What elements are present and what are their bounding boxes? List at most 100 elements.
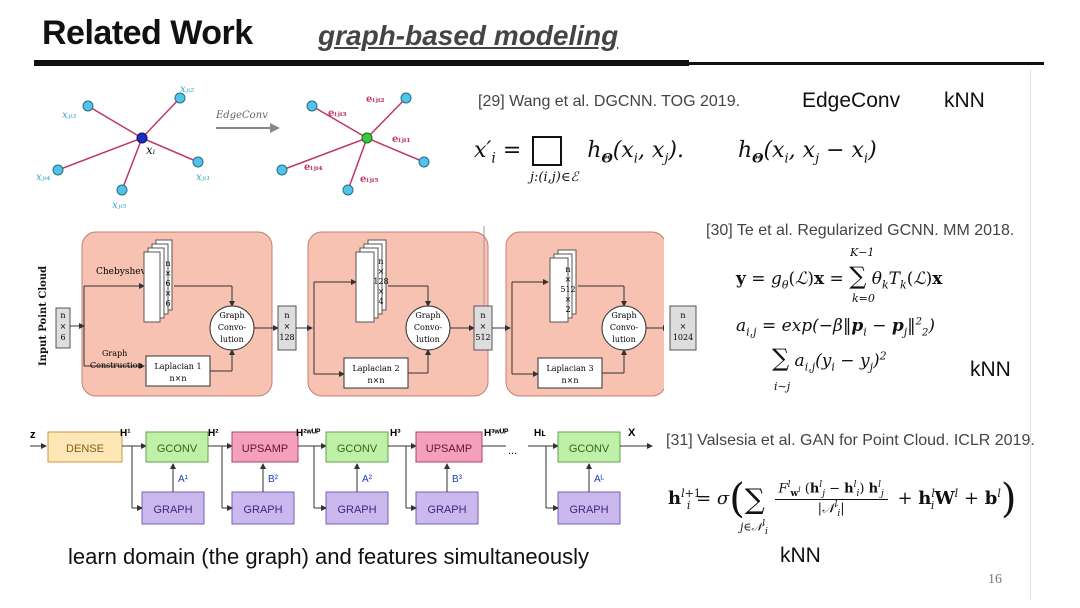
svg-text:UPSAMP: UPSAMP: [426, 443, 472, 455]
svg-text:Graph: Graph: [102, 349, 127, 358]
svg-text:Hʟ: Hʟ: [534, 428, 546, 439]
svg-text:6: 6: [60, 333, 65, 342]
svg-text:n×n: n×n: [561, 376, 578, 385]
svg-text:6: 6: [165, 279, 170, 288]
svg-text:lution: lution: [416, 335, 439, 344]
svg-text:DENSE: DENSE: [66, 443, 104, 455]
svg-text:GRAPH: GRAPH: [337, 504, 376, 516]
svg-text:n: n: [60, 311, 65, 320]
svg-text:A²: A²: [362, 474, 373, 485]
gcnn-input-label: Input Point Cloud: [38, 266, 49, 366]
svg-text:2: 2: [565, 305, 570, 314]
svg-text:GRAPH: GRAPH: [427, 504, 466, 516]
svg-text:Laplacian 2: Laplacian 2: [352, 364, 399, 373]
svg-text:H³ʷᵁᴾ: H³ʷᵁᴾ: [484, 428, 509, 439]
svg-text:A¹: A¹: [178, 474, 189, 485]
svg-text:xⱼᵢ₅: xⱼᵢ₅: [112, 200, 126, 211]
svg-text:eᵢⱼᵢ₅: eᵢⱼᵢ₅: [360, 174, 379, 185]
svg-text:n: n: [680, 311, 685, 320]
chebyshev-sum-top: K−1: [850, 246, 875, 259]
caption: learn domain (the graph) and features si…: [68, 544, 589, 569]
svg-text:1024: 1024: [673, 333, 693, 342]
svg-text:×: ×: [565, 275, 572, 284]
edgeconv-formula: x′i = hΘ(xi, xj). hΘ(xi, xj − xi): [474, 136, 877, 167]
svg-text:H²: H²: [208, 428, 219, 439]
svg-text:X: X: [628, 427, 636, 439]
center-node-label: xᵢ: [146, 143, 156, 157]
svg-text:lution: lution: [612, 335, 635, 344]
svg-text:512: 512: [475, 333, 490, 342]
svg-text:UPSAMP: UPSAMP: [242, 443, 288, 455]
chebyshev-formula: y = gθ(ℒ)x = ∑ θkTk(ℒ)x: [736, 262, 943, 292]
gcnn-figure: Input Point Cloud n × 6 Chebyshev Graph …: [38, 226, 664, 397]
svg-text:n×n: n×n: [169, 374, 186, 383]
svg-text:×: ×: [565, 295, 572, 304]
svg-text:n: n: [165, 259, 170, 268]
svg-text:lution: lution: [220, 335, 243, 344]
svg-text:Laplacian 3: Laplacian 3: [546, 364, 593, 373]
edgeconv-right-graph: eᵢⱼᵢ₃ eᵢⱼᵢ₂ eᵢⱼᵢ₁ eᵢⱼᵢ₄ eᵢⱼᵢ₅: [276, 92, 430, 196]
svg-text:H²ʷᵁᴾ: H²ʷᵁᴾ: [296, 428, 321, 439]
svg-text:B²: B²: [268, 474, 279, 485]
edgeconv-figure: xᵢ xⱼᵢ₃ xⱼᵢ₂ xⱼᵢ₄ xⱼᵢ₅ xⱼᵢ₁ EdgeConv eᵢⱼ…: [36, 84, 430, 211]
svg-text:×: ×: [165, 269, 172, 278]
svg-text:GCONV: GCONV: [157, 443, 198, 455]
svg-text:GRAPH: GRAPH: [243, 504, 282, 516]
svg-text:eᵢⱼᵢ₃: eᵢⱼᵢ₃: [328, 108, 347, 119]
gan-sum-sub: j∈𝒩li: [740, 518, 768, 537]
svg-text:n×n: n×n: [367, 376, 384, 385]
svg-text:GRAPH: GRAPH: [153, 504, 192, 516]
svg-text:n: n: [565, 265, 570, 274]
gan-figure: z DENSE H¹ GCONV GRAPH A¹ H² UPSAMP GRAP…: [30, 427, 653, 525]
svg-text:eᵢⱼᵢ₄: eᵢⱼᵢ₄: [304, 162, 323, 173]
regularizer-sum-sub: i∼j: [774, 380, 791, 393]
title-rule: [34, 62, 1044, 65]
page-number: 16: [988, 572, 1002, 587]
svg-text:×: ×: [165, 289, 172, 298]
keyword-knn-2: kNN: [970, 358, 1011, 381]
svg-text:GCONV: GCONV: [337, 443, 378, 455]
chebyshev-sum-bottom: k=0: [852, 292, 875, 305]
gcnn-output-box: n × 1024: [669, 305, 697, 351]
svg-text:6: 6: [165, 299, 170, 308]
edgeconv-formula-sub: j:(i,j)∈ℰ: [530, 170, 579, 185]
svg-text:...: ...: [508, 445, 517, 457]
svg-text:Convo-: Convo-: [610, 323, 638, 332]
edgeconv-arrow-label: EdgeConv: [215, 110, 268, 121]
svg-text:n: n: [284, 311, 289, 320]
gan-graph-conv-formula: hl+1i = σ(∑ Flwl (hlj − hli) hlj |𝒩li| +…: [668, 476, 1017, 522]
svg-text:Laplacian 1: Laplacian 1: [154, 362, 201, 371]
reference-31: [31] Valsesia et al. GAN for Point Cloud…: [666, 432, 1035, 449]
svg-text:n: n: [480, 311, 485, 320]
svg-text:×: ×: [60, 322, 67, 331]
svg-text:B³: B³: [452, 474, 463, 485]
slide-title: Related Work: [42, 14, 253, 52]
svg-text:H¹: H¹: [120, 428, 131, 439]
svg-text:Chebyshev: Chebyshev: [96, 267, 147, 277]
svg-text:×: ×: [378, 287, 385, 296]
svg-text:n: n: [378, 257, 383, 266]
svg-text:xⱼᵢ₁: xⱼᵢ₁: [196, 172, 210, 183]
svg-text:Convo-: Convo-: [414, 323, 442, 332]
svg-text:Graph: Graph: [415, 311, 440, 320]
reference-30: [30] Te et al. Regularized GCNN. MM 2018…: [706, 222, 1015, 239]
svg-text:xⱼᵢ₂: xⱼᵢ₂: [180, 84, 194, 95]
svg-text:128: 128: [373, 277, 388, 286]
svg-text:Construction: Construction: [90, 361, 143, 370]
keyword-knn-3: kNN: [780, 544, 821, 567]
svg-text:128: 128: [279, 333, 294, 342]
svg-text:Graph: Graph: [611, 311, 636, 320]
svg-text:4: 4: [378, 297, 383, 306]
svg-text:z: z: [30, 429, 36, 441]
svg-text:xⱼᵢ₄: xⱼᵢ₄: [36, 172, 50, 183]
svg-text:×: ×: [680, 322, 687, 331]
reference-29: [29] Wang et al. DGCNN. TOG 2019.: [478, 93, 741, 110]
svg-text:Graph: Graph: [219, 311, 244, 320]
adjacency-formula: ai,j = exp(−β‖pi − pj‖22): [736, 316, 936, 339]
keyword-knn-1: kNN: [944, 89, 985, 112]
svg-text:eᵢⱼᵢ₂: eᵢⱼᵢ₂: [366, 94, 385, 105]
svg-text:Aᴸ: Aᴸ: [594, 474, 605, 485]
regularizer-formula: ∑ ai,j(yi − yj)2: [772, 344, 887, 374]
edgeconv-left-graph: xᵢ xⱼᵢ₃ xⱼᵢ₂ xⱼᵢ₄ xⱼᵢ₅ xⱼᵢ₁: [36, 84, 210, 211]
svg-text:Convo-: Convo-: [218, 323, 246, 332]
